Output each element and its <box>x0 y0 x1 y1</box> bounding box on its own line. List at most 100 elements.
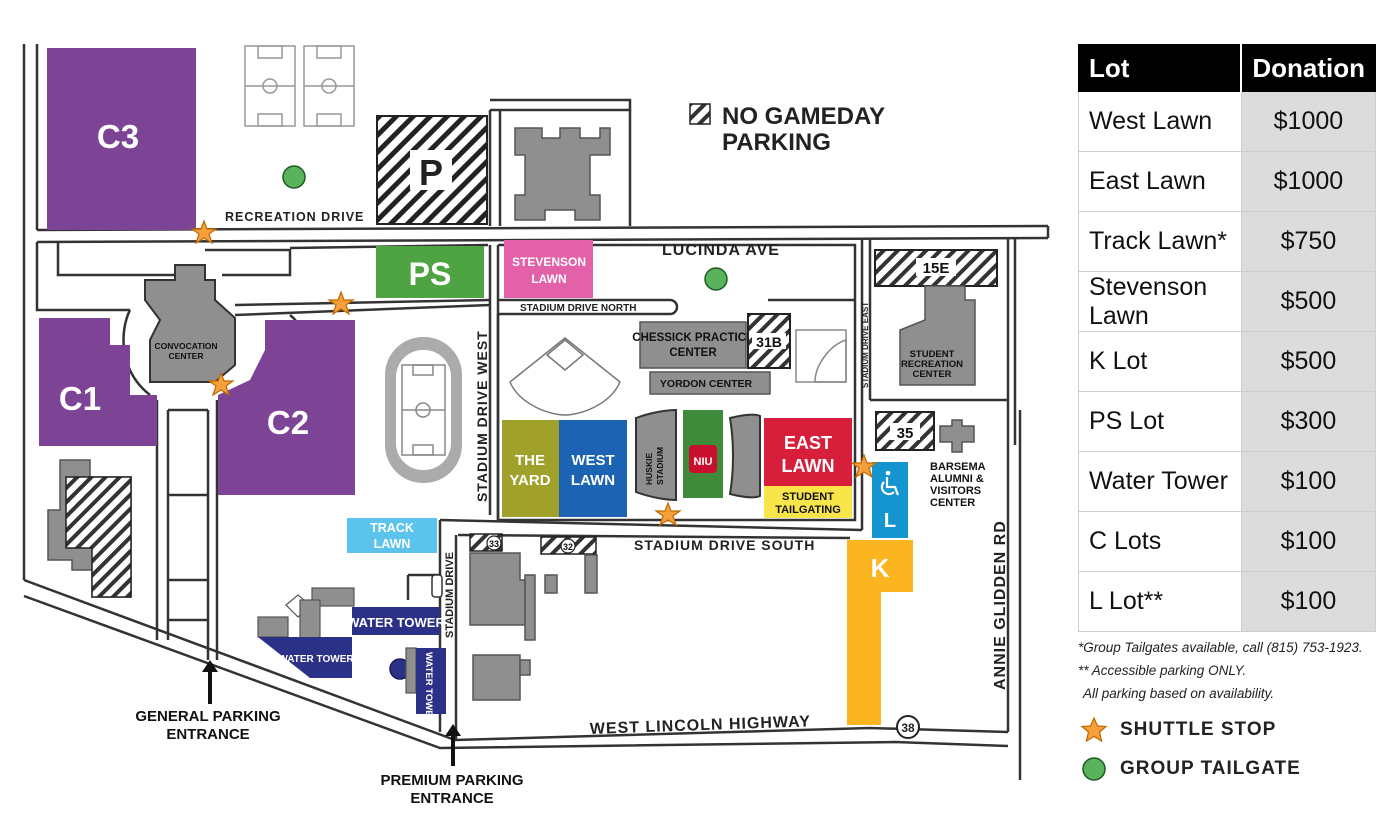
shuttle-stop-icon[interactable] <box>190 219 218 245</box>
table-row: Stevenson Lawn$500 <box>1078 271 1377 332</box>
lot-k-label: K <box>871 553 890 583</box>
lot-water-tower-1[interactable] <box>352 607 440 635</box>
barsema-line2: ALUMNI & <box>930 473 984 485</box>
lot-32-label: 32 <box>563 542 573 552</box>
lot-cell: East Lawn <box>1078 151 1242 212</box>
niu-logo-text: NIU <box>694 456 713 468</box>
west-lawn-line1: WEST <box>571 452 614 469</box>
route-38-label: 38 <box>901 721 915 735</box>
annie-glidden-label: ANNIE GLIDDEN RD <box>992 520 1009 690</box>
lot-c2[interactable] <box>218 320 355 495</box>
niu-logo <box>689 445 717 473</box>
stadium-drive-label: STADIUM DRIVE <box>444 552 456 638</box>
stevenson-line2: LAWN <box>531 272 566 286</box>
chessick-line2: CENTER <box>669 347 717 359</box>
shuttle-stop-icon[interactable] <box>654 501 682 527</box>
huskie-line1: HUSKIE <box>644 453 654 485</box>
lot-33-badge <box>486 535 502 551</box>
lot-west-lawn[interactable] <box>559 420 627 517</box>
lot-track-lawn[interactable] <box>347 518 437 553</box>
premium-entrance-line1: PREMIUM PARKING <box>380 772 523 789</box>
lot-l[interactable] <box>872 462 908 538</box>
stadium-drive-west-label: STADIUM DRIVE WEST <box>474 330 490 502</box>
header-lot: Lot <box>1078 44 1242 92</box>
huskie-line2: STADIUM <box>655 447 665 485</box>
lot-32-badge <box>560 538 576 554</box>
track-lawn-line2: LAWN <box>374 537 411 551</box>
table-row: Water Tower$100 <box>1078 451 1377 512</box>
chessick-practice-center <box>639 321 747 369</box>
donation-cell: $300 <box>1240 391 1377 452</box>
no-parking-line1: NO GAMEDAY <box>722 103 885 130</box>
lot-33-label: 33 <box>489 539 499 549</box>
barsema-line3: VISITORS <box>930 485 981 497</box>
lot-the-yard[interactable] <box>502 420 559 517</box>
donation-cell: $100 <box>1240 571 1377 632</box>
lot-p-label: P <box>419 152 443 193</box>
table-row: L Lot**$100 <box>1078 571 1377 632</box>
lot-p-label-bg <box>410 150 452 190</box>
convocation-line1: CONVOCATION <box>154 341 217 351</box>
lot-east-lawn[interactable] <box>764 418 852 486</box>
circle-icon <box>1082 757 1106 781</box>
shuttle-stop-icon[interactable] <box>850 453 878 479</box>
general-entrance-line2: ENTRANCE <box>166 726 249 743</box>
lucinda-ave-label: LUCINDA AVE <box>662 242 780 259</box>
small-field <box>795 329 847 383</box>
lot-c1[interactable] <box>39 318 157 446</box>
tailgate-marker[interactable] <box>282 165 306 189</box>
huskie-stadium-west-stands <box>635 408 677 502</box>
lot-k[interactable] <box>847 540 913 725</box>
convocation-center <box>144 264 236 383</box>
tailgate-marker[interactable] <box>704 267 728 291</box>
lot-cell: West Lawn <box>1078 91 1242 152</box>
student-tailgating-line1: STUDENT <box>782 491 834 503</box>
student-recreation-center <box>899 285 976 386</box>
lot-c3-label: C3 <box>97 118 139 155</box>
star-icon <box>1080 716 1108 743</box>
lot-15e-label: 15E <box>923 260 950 277</box>
note-group-tailgates: *Group Tailgates available, call (815) 7… <box>1078 640 1363 655</box>
lot-ps[interactable] <box>376 246 484 298</box>
donation-cell: $750 <box>1240 211 1377 272</box>
shuttle-stop-icon[interactable] <box>207 371 235 397</box>
wheelchair-icon <box>880 470 900 496</box>
chessick-line1: CHESSICK PRACTICE <box>632 332 754 344</box>
west-lincoln-label: WEST LINCOLN HIGHWAY <box>590 713 812 738</box>
yordon-label: YORDON CENTER <box>660 378 753 390</box>
donation-cell: $100 <box>1240 451 1377 512</box>
lot-cell: K Lot <box>1078 331 1242 392</box>
lot-water-tower-2[interactable] <box>258 637 352 678</box>
lot-cell: Track Lawn* <box>1078 211 1242 272</box>
stadium-drive-east-label: STADIUM DRIVE EAST <box>861 302 870 388</box>
building-top <box>514 127 611 221</box>
water-tower-1-label: WATER TOWER <box>347 615 445 630</box>
lot-cell: Water Tower <box>1078 451 1242 512</box>
lot-15e-label-bg <box>916 258 956 276</box>
route-38-icon <box>896 715 920 739</box>
track-lawn-line1: TRACK <box>370 521 414 535</box>
donation-cell: $1000 <box>1240 91 1377 152</box>
shuttle-stops <box>190 219 878 527</box>
donation-cell: $500 <box>1240 271 1377 332</box>
lot-c1-label: C1 <box>59 380 101 417</box>
shuttle-stop-icon[interactable] <box>327 290 355 316</box>
donation-table: Lot Donation West Lawn$1000 East Lawn$10… <box>1078 44 1377 632</box>
student-tailgating-line2: TAILGATING <box>775 504 841 516</box>
legend-tailgate: GROUP TAILGATE <box>1080 755 1301 783</box>
table-row: West Lawn$1000 <box>1078 91 1377 152</box>
student-rec-line3: CENTER <box>912 369 951 380</box>
lot-cell: L Lot** <box>1078 571 1242 632</box>
table-row: Track Lawn*$750 <box>1078 211 1377 272</box>
donation-cell: $500 <box>1240 331 1377 392</box>
lot-c3[interactable] <box>47 48 196 230</box>
table-row: K Lot$500 <box>1078 331 1377 392</box>
lot-student-tailgating[interactable] <box>764 486 852 518</box>
donation-cell: $100 <box>1240 511 1377 572</box>
stadium-drive-north-label: STADIUM DRIVE NORTH <box>520 303 636 314</box>
table-row: East Lawn$1000 <box>1078 151 1377 212</box>
donation-cell: $1000 <box>1240 151 1377 212</box>
lot-water-tower-3[interactable] <box>416 648 446 714</box>
student-rec-line2: RECREATION <box>901 359 963 370</box>
lot-stevenson-lawn[interactable] <box>504 240 593 298</box>
